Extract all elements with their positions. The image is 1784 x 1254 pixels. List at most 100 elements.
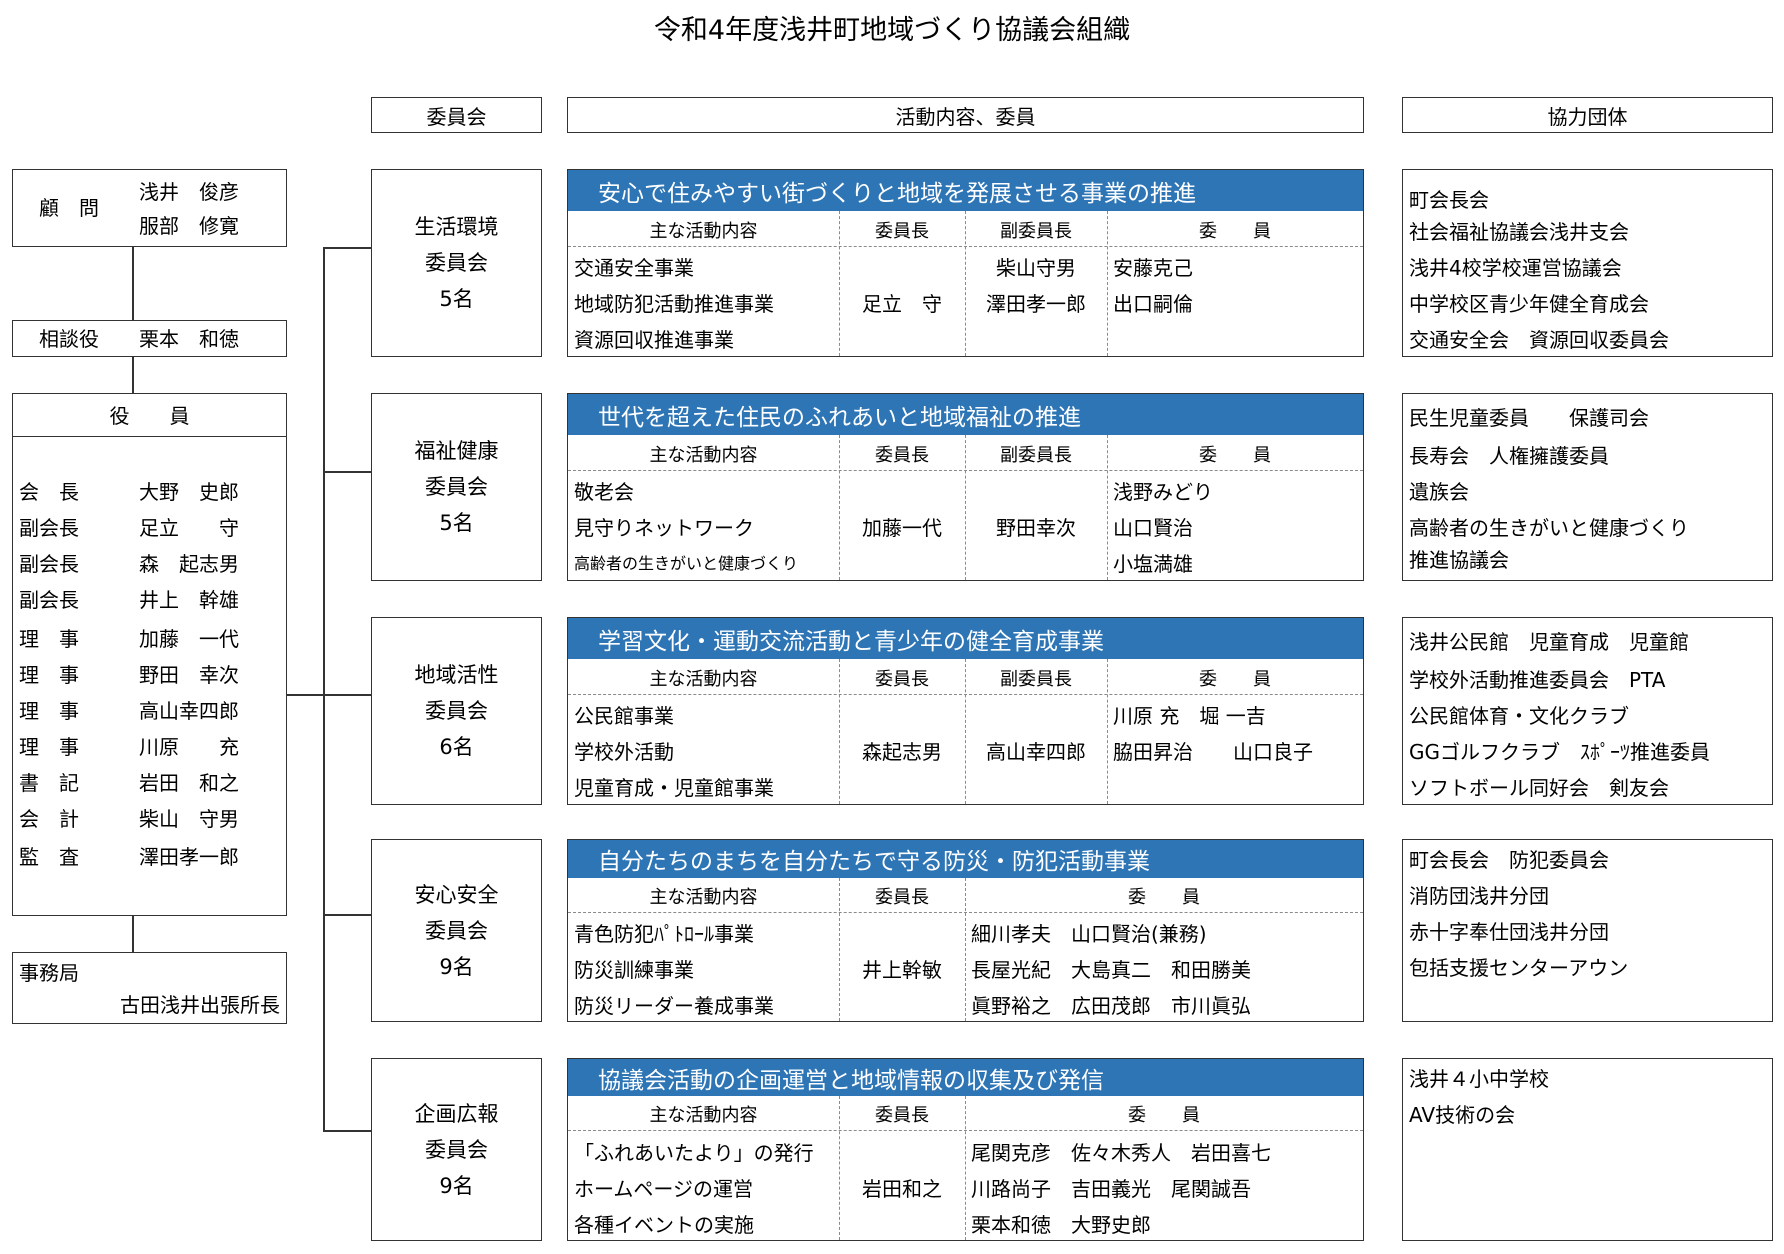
officer-name: 井上 幹雄 <box>139 588 239 612</box>
header-committee: 委員会 <box>371 97 542 133</box>
committee-name: 生活環境 <box>414 215 499 239</box>
divider <box>965 1096 966 1240</box>
committee-suffix: 委員会 <box>425 475 488 499</box>
header-activity: 活動内容、委員 <box>567 97 1364 133</box>
officer-name: 岩田 和之 <box>139 771 239 795</box>
partner-item: 高齢者の生きがいと健康づくり <box>1409 516 1689 540</box>
activity-item: 敬老会 <box>574 480 634 504</box>
officer-name: 足立 守 <box>139 516 239 540</box>
vice-chair-name: 澤田孝一郎 <box>986 292 1086 316</box>
partner-item: 消防団浅井分団 <box>1409 884 1549 908</box>
secretariat-label: 事務局 <box>19 961 79 985</box>
col-header-activity: 主な活動内容 <box>649 1105 758 1126</box>
officer-role: 会 計 <box>19 807 79 831</box>
vice-chair-name: 野田幸次 <box>996 516 1076 540</box>
partner-item: 推進協議会 <box>1409 548 1509 572</box>
col-header-member: 委 員 <box>1199 668 1271 690</box>
partner-item: 長寿会 人権擁護委員 <box>1409 444 1609 468</box>
committee-banner: 学習文化・運動交流活動と青少年の健全育成事業 <box>568 618 1363 659</box>
vice-chair-name: 柴山守男 <box>996 256 1076 280</box>
advisor-name: 服部 修寛 <box>139 214 239 238</box>
member-names: 尾関克彦 佐々木秀人 岩田喜七 <box>971 1141 1271 1165</box>
officer-role: 理 事 <box>19 735 79 759</box>
member-names: 眞野裕之 広田茂郎 市川眞弘 <box>971 994 1251 1018</box>
partner-item: 町会長会 防犯委員会 <box>1409 848 1609 872</box>
divider <box>13 436 286 437</box>
chair-name: 岩田和之 <box>862 1177 942 1201</box>
activity-item: 資源回収推進事業 <box>574 328 734 352</box>
col-header-chair: 委員長 <box>875 1105 929 1126</box>
officer-role: 書 記 <box>19 771 79 795</box>
divider <box>1107 435 1108 580</box>
divider <box>839 211 840 356</box>
vice-chair-name: 高山幸四郎 <box>986 740 1086 764</box>
chair-name: 加藤一代 <box>862 516 942 540</box>
divider <box>965 878 966 1021</box>
col-header-member: 委 員 <box>1199 444 1271 466</box>
committee-banner: 自分たちのまちを自分たちで守る防災・防犯活動事業 <box>568 840 1363 878</box>
activity-item: 学校外活動 <box>574 740 674 764</box>
connector-line <box>323 471 371 473</box>
committee-count: 6名 <box>439 735 474 759</box>
col-header-chair: 委員長 <box>875 668 929 690</box>
partner-item: 中学校区青少年健全育成会 <box>1409 292 1649 316</box>
advisor-box: 顧 問 浅井 俊彦 服部 修寛 <box>12 169 287 247</box>
activity-item: 防災訓練事業 <box>574 958 694 982</box>
connector-line <box>287 694 323 696</box>
officer-name: 柴山 守男 <box>139 807 239 831</box>
activity-item: 見守りネットワーク <box>574 516 754 540</box>
col-header-chair: 委員長 <box>875 444 929 466</box>
activity-item: 青色防犯ﾊﾟﾄﾛｰﾙ事業 <box>574 922 754 946</box>
partner-item: 町会長会 <box>1409 188 1489 212</box>
divider <box>1107 211 1108 356</box>
chair-name: 森起志男 <box>862 740 942 764</box>
col-header-member: 委 員 <box>1199 220 1271 242</box>
connector-line <box>132 357 134 393</box>
officer-role: 会 長 <box>19 480 79 504</box>
advisor-name: 浅井 俊彦 <box>139 180 239 204</box>
committee-banner: 安心で住みやすい街づくりと地域を発展させる事業の推進 <box>568 170 1363 211</box>
col-header-activity: 主な活動内容 <box>649 887 758 908</box>
col-header-chair: 委員長 <box>875 220 929 242</box>
officers-title: 役 員 <box>109 404 190 428</box>
activity-item: 各種イベントの実施 <box>574 1213 754 1237</box>
officer-name: 野田 幸次 <box>139 663 239 687</box>
divider <box>839 435 840 580</box>
activity-item: 防災リーダー養成事業 <box>574 994 774 1018</box>
officer-role: 監 査 <box>19 845 79 869</box>
committee-count: 9名 <box>439 954 474 979</box>
committee-name: 安心安全 <box>414 882 499 907</box>
committee-banner: 世代を超えた住民のふれあいと地域福祉の推進 <box>568 394 1363 435</box>
activity-item: 地域防犯活動推進事業 <box>574 292 774 316</box>
partner-box: 浅井公民館 児童育成 児童館 学校外活動推進委員会 PTA 公民館体育・文化クラ… <box>1402 617 1773 805</box>
partner-item: 学校外活動推進委員会 PTA <box>1409 668 1666 692</box>
partner-item: 浅井４小中学校 <box>1409 1067 1549 1091</box>
chair-name: 井上幹敏 <box>862 958 942 982</box>
page-title: 令和4年度浅井町地域づくり協議会組織 <box>653 15 1131 46</box>
officer-role: 理 事 <box>19 699 79 723</box>
activity-item: 公民館事業 <box>574 704 674 728</box>
committee-banner: 協議会活動の企画運営と地域情報の収集及び発信 <box>568 1059 1363 1096</box>
partner-box: 町会長会 社会福祉協議会浅井支会 浅井4校学校運営協議会 中学校区青少年健全育成… <box>1402 169 1773 357</box>
member-names: 脇田昇治 山口良子 <box>1113 740 1313 764</box>
connector-line <box>323 247 325 1130</box>
activity-table: 世代を超えた住民のふれあいと地域福祉の推進 主な活動内容 委員長 副委員長 委 … <box>567 393 1364 581</box>
secretariat-box: 事務局 古田浅井出張所長 <box>12 952 287 1024</box>
connector-line <box>132 916 134 952</box>
divider <box>839 659 840 804</box>
member-names: 出口嗣倫 <box>1113 292 1193 316</box>
committee-suffix: 委員会 <box>425 251 488 275</box>
divider <box>965 211 966 356</box>
activity-item: 交通安全事業 <box>574 256 694 280</box>
activity-item: ホームページの運営 <box>574 1177 753 1201</box>
officer-name: 高山幸四郎 <box>139 699 239 723</box>
secretariat-name: 古田浅井出張所長 <box>120 993 280 1017</box>
partner-item: 交通安全会 資源回収委員会 <box>1409 328 1669 352</box>
officer-name: 川原 充 <box>139 735 239 759</box>
partner-item: GGゴルフクラブ ｽﾎﾟｰﾂ推進委員 <box>1409 740 1710 764</box>
chair-name: 足立 守 <box>862 292 942 316</box>
committee-suffix: 委員会 <box>425 1137 488 1162</box>
partner-item: 社会福祉協議会浅井支会 <box>1409 220 1629 244</box>
col-header-vice: 副委員長 <box>1000 668 1072 690</box>
activity-table: 自分たちのまちを自分たちで守る防災・防犯活動事業 主な活動内容 委員長 委 員 … <box>567 839 1364 1022</box>
